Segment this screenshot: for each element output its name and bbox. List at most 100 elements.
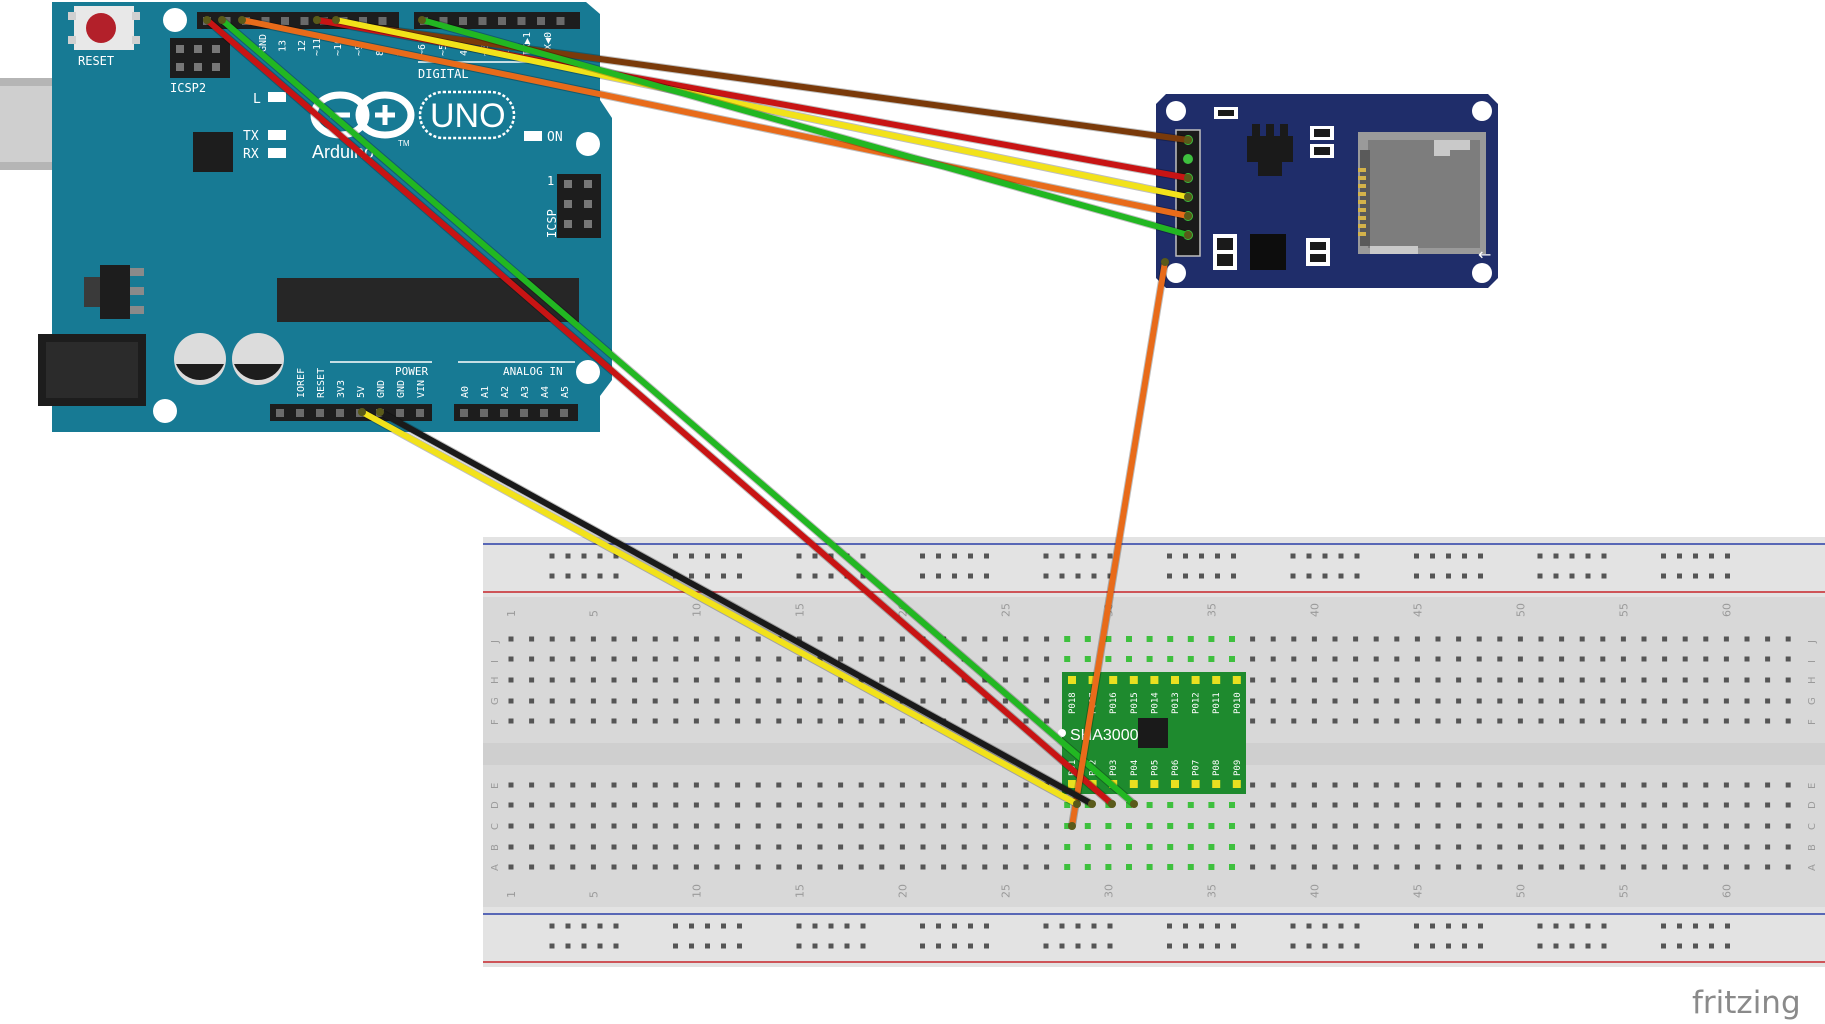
breadboard-hole[interactable] [693, 802, 699, 808]
breadboard-hole[interactable] [1311, 636, 1317, 642]
breadboard-hole[interactable] [1023, 802, 1029, 808]
header-pin[interactable] [537, 17, 545, 25]
breadboard-hole[interactable] [1291, 677, 1297, 683]
breadboard-hole[interactable] [1353, 864, 1359, 870]
breadboard-hole[interactable] [1785, 802, 1791, 808]
breadboard-hole[interactable] [1270, 677, 1276, 683]
rail-hole[interactable] [689, 923, 694, 929]
rail-hole[interactable] [1569, 923, 1575, 929]
rail-hole[interactable] [968, 573, 973, 579]
rail-hole[interactable] [1199, 573, 1204, 579]
breadboard-hole[interactable] [1765, 698, 1771, 704]
sensor-pin[interactable] [1109, 676, 1118, 684]
sensor-pin[interactable] [1129, 780, 1138, 788]
breadboard-hole[interactable] [611, 782, 617, 788]
breadboard-hole[interactable] [1765, 802, 1771, 808]
breadboard-hole[interactable] [1291, 782, 1297, 788]
rail-hole[interactable] [860, 573, 866, 579]
sensor-pin[interactable] [1232, 780, 1241, 788]
rail-hole[interactable] [1059, 943, 1065, 949]
rail-hole[interactable] [812, 923, 818, 929]
rail-hole[interactable] [1462, 943, 1467, 949]
breadboard-hole[interactable] [529, 636, 535, 642]
breadboard-hole[interactable] [1394, 844, 1400, 850]
sensor-pin[interactable] [1068, 780, 1076, 788]
breadboard-hole[interactable] [1332, 802, 1338, 808]
breadboard-hole[interactable] [1538, 636, 1544, 642]
breadboard-hole[interactable] [1435, 677, 1441, 683]
breadboard-hole[interactable] [1497, 823, 1503, 829]
breadboard-hole[interactable] [632, 823, 638, 829]
wire-yellow-5v[interactable] [359, 409, 1080, 807]
breadboard-hole[interactable] [1002, 844, 1008, 850]
rail-hole[interactable] [1322, 553, 1328, 559]
rail-hole[interactable] [721, 923, 726, 929]
rail-hole[interactable] [1338, 553, 1344, 559]
breadboard-hole[interactable] [796, 718, 802, 724]
breadboard-hole[interactable] [1497, 844, 1503, 850]
rail-hole[interactable] [1585, 943, 1591, 949]
breadboard-hole[interactable] [1785, 823, 1791, 829]
breadboard-hole[interactable] [1641, 718, 1647, 724]
breadboard-hole[interactable] [838, 656, 844, 662]
rail-hole[interactable] [1725, 923, 1730, 929]
breadboard-hole[interactable] [1250, 844, 1256, 850]
breadboard-hole[interactable] [796, 698, 802, 704]
breadboard-hole[interactable] [1414, 698, 1420, 704]
rail-hole[interactable] [1183, 923, 1188, 929]
breadboard-hole[interactable] [611, 844, 617, 850]
rail-hole[interactable] [1075, 923, 1081, 929]
sensor-pin[interactable] [1088, 676, 1097, 684]
rail-hole[interactable] [1167, 943, 1172, 949]
rail-hole[interactable] [1183, 553, 1188, 559]
breadboard-hole[interactable] [1559, 802, 1565, 808]
breadboard-hole[interactable] [920, 698, 926, 704]
breadboard-hole[interactable] [1476, 802, 1482, 808]
wire-black-gnd[interactable] [377, 409, 1095, 807]
breadboard-hole[interactable] [1559, 782, 1565, 788]
breadboard-hole[interactable] [838, 864, 844, 870]
breadboard-hole[interactable] [1023, 636, 1029, 642]
header-pin[interactable] [261, 17, 270, 25]
breadboard-hole[interactable] [693, 677, 699, 683]
breadboard-hole[interactable] [714, 782, 720, 788]
breadboard-hole[interactable] [941, 782, 947, 788]
rail-hole[interactable] [1167, 923, 1172, 929]
breadboard-hole[interactable] [1703, 802, 1709, 808]
breadboard-hole[interactable] [570, 864, 576, 870]
rail-hole[interactable] [1075, 573, 1081, 579]
breadboard-hole[interactable] [1476, 698, 1482, 704]
rail-hole[interactable] [1693, 943, 1698, 949]
breadboard-hole[interactable] [755, 844, 761, 850]
rail-hole[interactable] [1199, 923, 1204, 929]
rail-hole[interactable] [1354, 943, 1360, 949]
breadboard-hole[interactable] [1517, 677, 1523, 683]
breadboard-hole[interactable] [920, 782, 926, 788]
breadboard-hole[interactable] [1476, 718, 1482, 724]
breadboard-hole[interactable] [508, 864, 514, 870]
breadboard-hole[interactable] [1703, 698, 1709, 704]
breadboard-hole[interactable] [529, 677, 535, 683]
breadboard-hole[interactable] [755, 677, 761, 683]
breadboard-hole[interactable] [776, 823, 782, 829]
breadboard-hole[interactable] [1723, 656, 1729, 662]
breadboard-hole[interactable] [1600, 844, 1606, 850]
breadboard-hole[interactable] [529, 823, 535, 829]
rail-hole[interactable] [1478, 923, 1483, 929]
breadboard-hole[interactable] [1002, 698, 1008, 704]
breadboard-hole[interactable] [1538, 656, 1544, 662]
breadboard-hole[interactable] [1332, 844, 1338, 850]
breadboard-hole[interactable] [632, 844, 638, 850]
rail-hole[interactable] [565, 943, 571, 949]
breadboard-hole[interactable] [652, 677, 658, 683]
breadboard-hole[interactable] [1270, 656, 1276, 662]
breadboard-hole[interactable] [961, 844, 967, 850]
breadboard-hole[interactable] [879, 718, 885, 724]
breadboard-hole[interactable] [652, 718, 658, 724]
breadboard-hole[interactable] [1579, 718, 1585, 724]
breadboard-hole[interactable] [1538, 698, 1544, 704]
header-pin[interactable] [459, 17, 467, 25]
breadboard-hole[interactable] [879, 677, 885, 683]
rail-hole[interactable] [613, 553, 619, 559]
rail-hole[interactable] [796, 573, 802, 579]
